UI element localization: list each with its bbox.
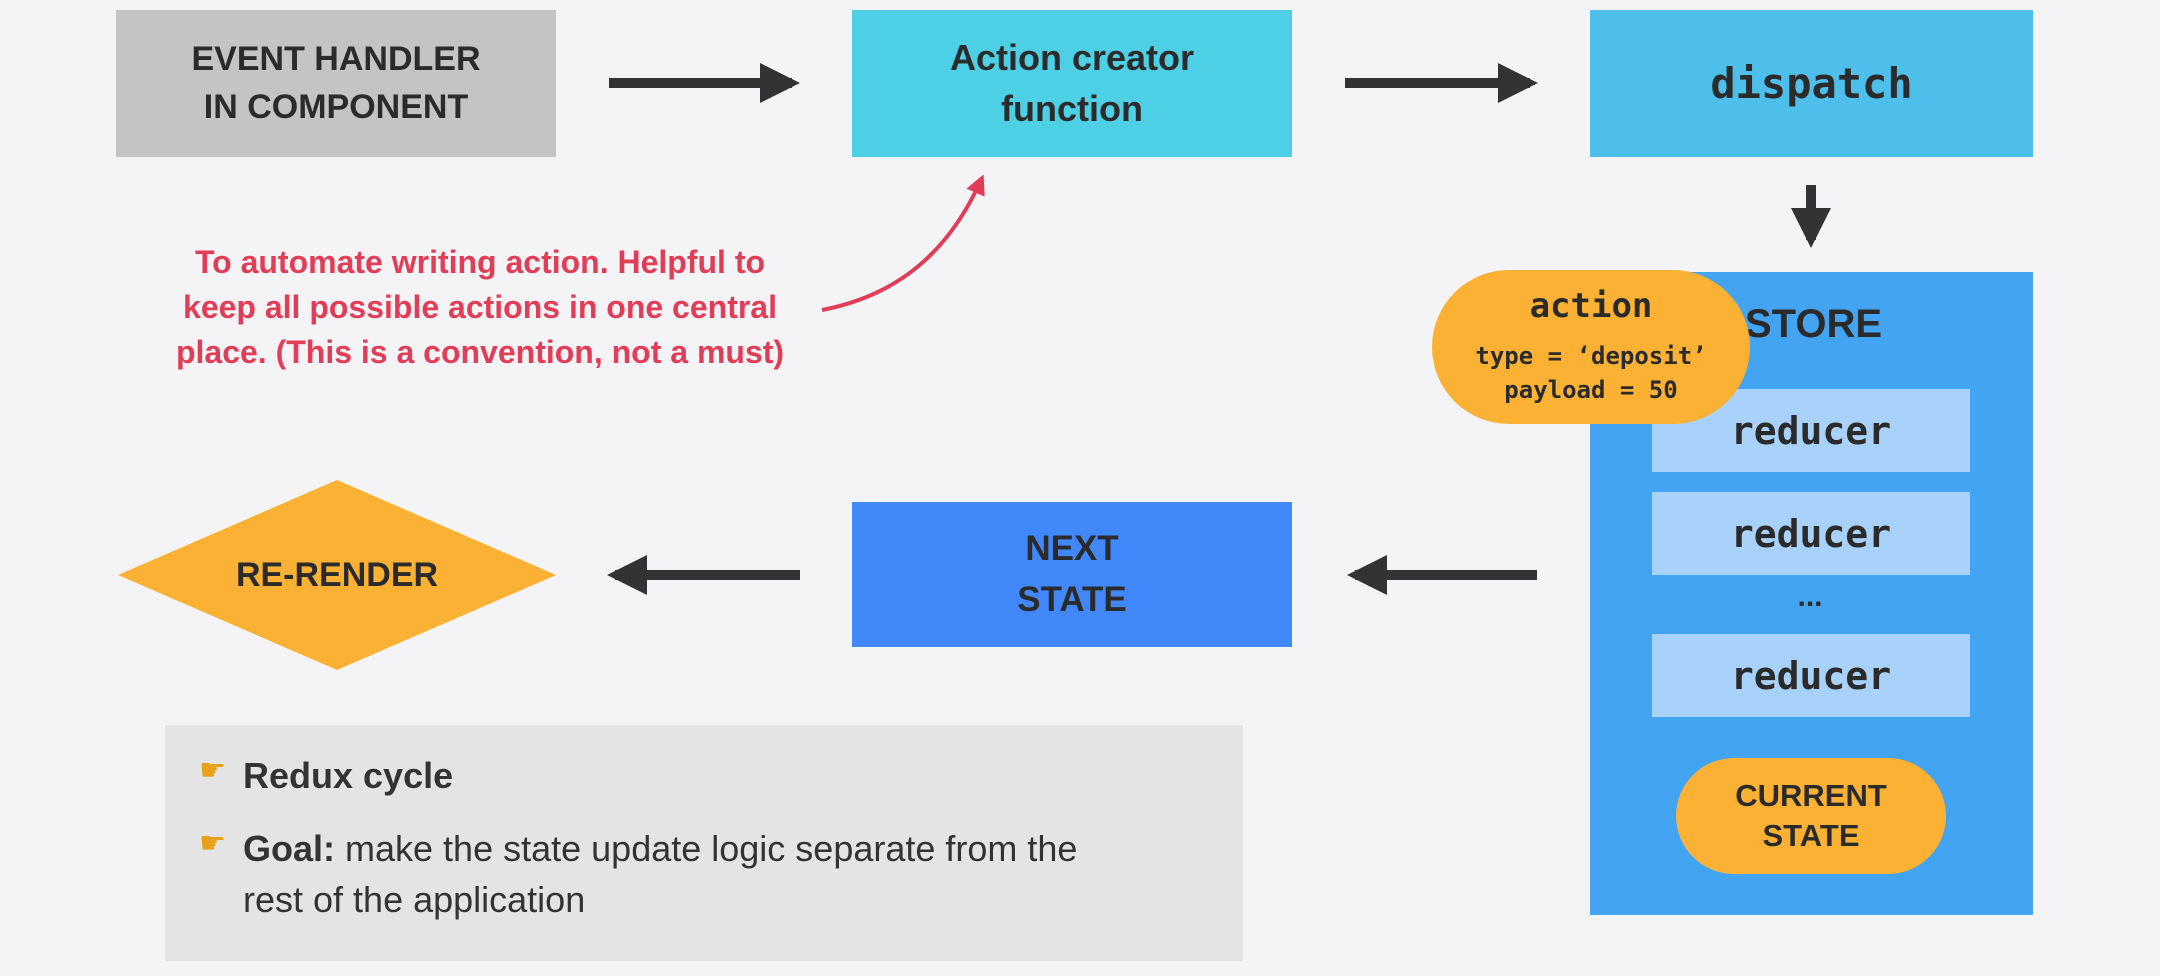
action-creator-box: Action creator function (852, 10, 1292, 157)
pointing-hand-icon: ☛ (199, 827, 226, 860)
reducer-label: reducer (1730, 408, 1892, 453)
reducer-box: reducer (1652, 634, 1970, 717)
note-item: ☛ Goal: make the state update logic sepa… (199, 823, 1143, 925)
note-item: ☛ Redux cycle (199, 750, 453, 801)
next-state-box: NEXT STATE (852, 502, 1292, 647)
note-2-rest: make the state update logic separate fro… (243, 828, 1078, 921)
event-handler-box: EVENT HANDLER IN COMPONENT (116, 10, 556, 157)
action-pill: action type = ‘deposit’ payload = 50 (1432, 270, 1750, 424)
note-2-bold: Goal: (243, 828, 336, 869)
note-1-text: Redux cycle (243, 755, 454, 796)
current-state-pill: CURRENT STATE (1676, 758, 1946, 874)
re-render-diamond (118, 480, 556, 670)
notes-panel: ☛ Redux cycle ☛ Goal: make the state upd… (165, 725, 1243, 961)
note-text: Goal: make the state update logic separa… (243, 823, 1143, 925)
reducer-label: reducer (1730, 511, 1892, 556)
annotation-text: To automate writing action. Helpful to k… (175, 244, 785, 370)
store-title: STORE (1745, 302, 1883, 346)
annotation-curve-arrow (821, 174, 985, 312)
reducer-box: reducer (1652, 389, 1970, 472)
action-payload-line: payload = 50 (1504, 376, 1678, 404)
action-type-line: type = ‘deposit’ (1475, 342, 1707, 371)
re-render-label: RE-RENDER (235, 555, 439, 594)
next-state-label: NEXT STATE (1017, 528, 1127, 619)
action-creator-label: Action creator function (949, 37, 1195, 129)
reducer-label: reducer (1730, 653, 1892, 698)
reducer-ellipsis: ... (1797, 580, 1823, 613)
note-text: Redux cycle (243, 750, 453, 801)
event-handler-label: EVENT HANDLER IN COMPONENT (191, 39, 481, 126)
dispatch-box: dispatch (1590, 10, 2033, 157)
action-title: action (1529, 286, 1653, 327)
reducer-box: reducer (1652, 492, 1970, 575)
dispatch-label: dispatch (1710, 59, 1913, 108)
current-state-label: CURRENT STATE (1735, 777, 1887, 853)
pointing-hand-icon: ☛ (199, 754, 226, 787)
